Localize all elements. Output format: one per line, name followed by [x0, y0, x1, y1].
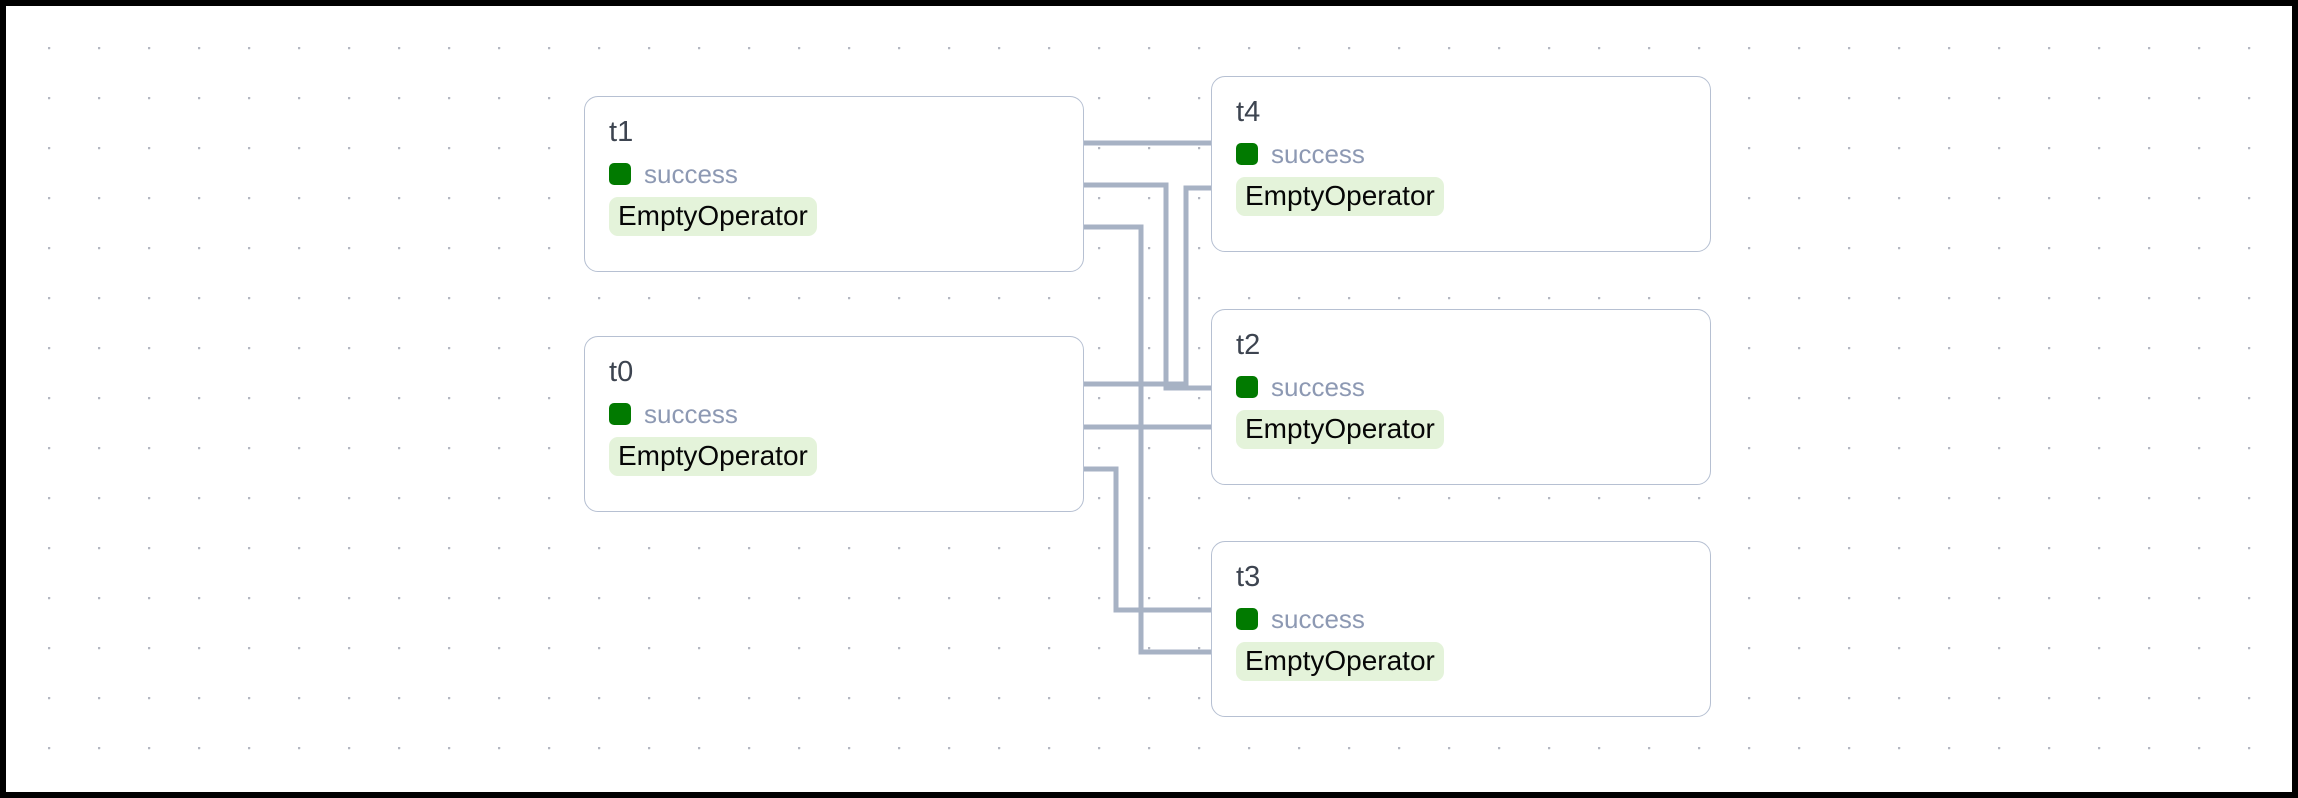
task-node-title: t0	[609, 356, 634, 388]
task-status-row: success	[1236, 606, 1365, 632]
task-status-label: success	[1271, 604, 1365, 635]
status-square-icon	[609, 403, 631, 426]
status-square-icon	[1236, 376, 1258, 399]
task-node-title: t1	[609, 116, 634, 148]
status-square-icon	[1236, 143, 1258, 166]
task-status-row: success	[1236, 141, 1365, 167]
status-square-icon	[609, 163, 631, 186]
task-operator-badge: EmptyOperator	[1236, 410, 1444, 450]
task-operator-badge: EmptyOperator	[609, 437, 817, 477]
status-square-icon	[1236, 608, 1258, 631]
task-status-label: success	[1271, 139, 1365, 170]
task-status-label: success	[644, 399, 738, 430]
task-status-row: success	[1236, 374, 1365, 400]
task-operator-badge: EmptyOperator	[609, 197, 817, 237]
task-status-label: success	[1271, 372, 1365, 403]
task-operator-badge: EmptyOperator	[1236, 642, 1444, 682]
task-node-title: t2	[1236, 329, 1261, 361]
task-node-title: t3	[1236, 561, 1261, 593]
grid-background	[6, 6, 2292, 792]
task-status-row: success	[609, 401, 738, 427]
task-operator-badge: EmptyOperator	[1236, 177, 1444, 217]
task-status-label: success	[644, 159, 738, 190]
task-node-title: t4	[1236, 96, 1261, 128]
task-status-row: success	[609, 161, 738, 187]
